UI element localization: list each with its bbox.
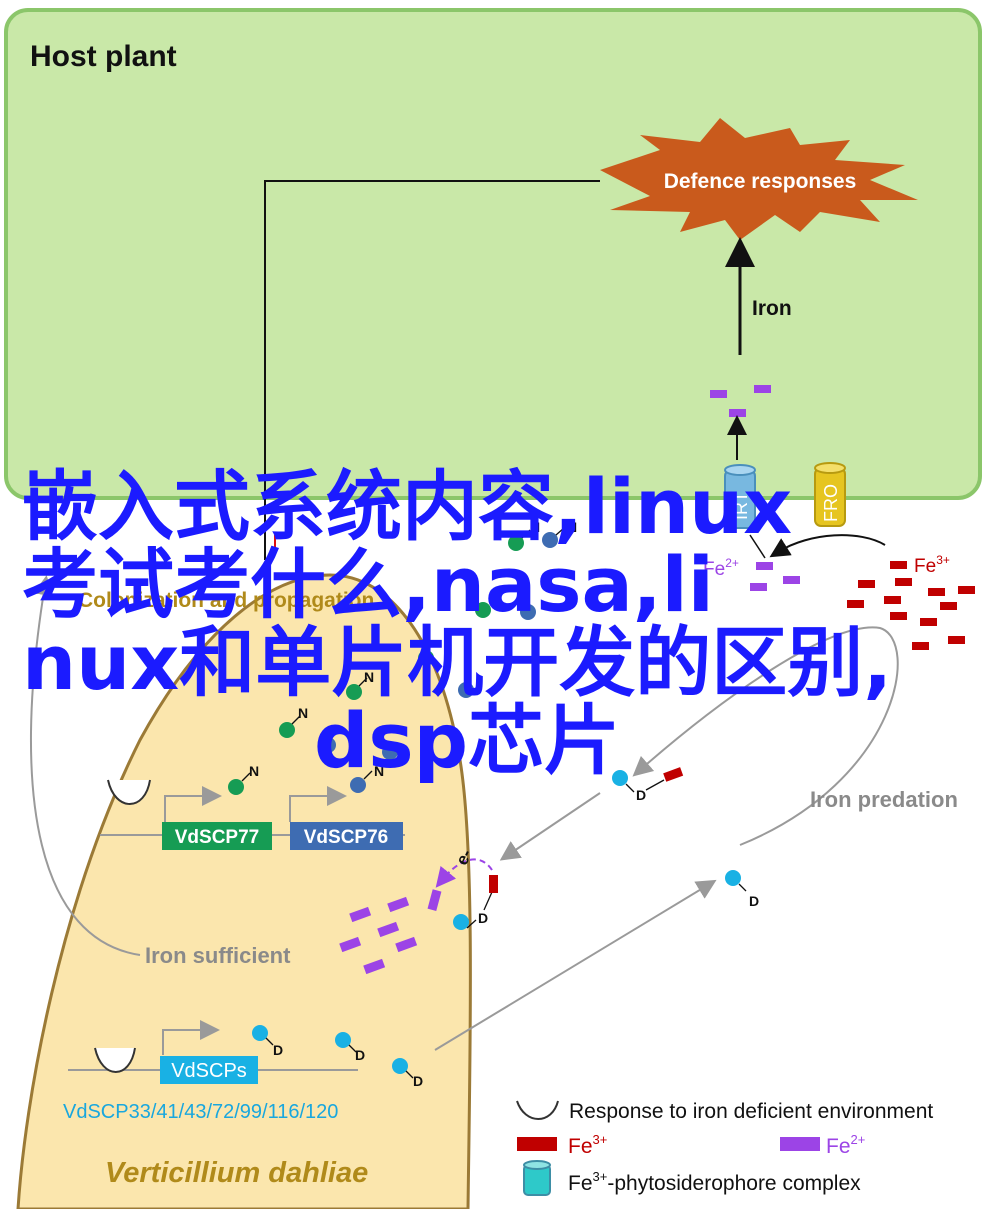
iron-sufficient-label: Iron sufficient: [145, 943, 291, 968]
defence-label: Defence responses: [664, 170, 857, 193]
svg-text:D: D: [478, 910, 488, 926]
iron-sufficient-loop: [29, 575, 141, 956]
legend: Response to iron deficient environment F…: [516, 1100, 933, 1196]
fro-reduction-arrow: [769, 534, 886, 558]
fungus-label: Verticillium dahliae: [105, 1157, 368, 1189]
fe2-to-irt: [749, 534, 766, 559]
effectors-n: N N N N N N: [228, 519, 577, 795]
gene-vdscp76: VdSCP76: [304, 827, 388, 848]
svg-text:N: N: [530, 519, 540, 535]
fe2-cluster-plant: [710, 385, 771, 417]
svg-text:FRO: FRO: [821, 484, 841, 522]
overlay-line-4: dsp芯片: [314, 696, 621, 785]
signal-line: [264, 180, 600, 560]
legend-fe3-swatch: [517, 1137, 557, 1151]
gene-track-top: VdSCP77 VdSCP76: [100, 779, 405, 850]
svg-text:D: D: [273, 1042, 283, 1058]
gene-list: VdSCP33/41/43/72/99/116/120: [63, 1101, 338, 1123]
fro-transporter: FRO: [814, 462, 846, 527]
legend-complex-icon: [523, 1160, 551, 1196]
electron-label: e-: [452, 846, 476, 868]
irt-transporter: IRT: [724, 464, 756, 529]
iron-predation-label: Iron predation: [810, 787, 958, 812]
colonization-label: Colonization and propagation: [78, 589, 374, 612]
svg-text:IRT: IRT: [731, 491, 751, 520]
svg-text:N: N: [364, 669, 374, 685]
effector-d-fe3: D: [612, 767, 684, 803]
gene-track-bottom: VdSCPs VdSCP33/41/43/72/99/116/120: [63, 1020, 358, 1123]
iron-label: Iron: [752, 297, 792, 320]
fe2-cluster-fungus: [339, 889, 442, 975]
fe2-label: Fe2+: [703, 556, 739, 580]
legend-complex-label: Fe3+-phytosiderophore complex: [568, 1169, 861, 1195]
overlay-line-3: nux和单片机开发的区别,: [22, 618, 893, 707]
svg-text:D: D: [749, 893, 759, 909]
svg-text:D: D: [355, 1047, 365, 1063]
overlay-line-2: 考试考什么,nasa,li: [22, 540, 714, 629]
defence-burst: [600, 118, 918, 240]
effectors-d-fungus: D D D: [252, 1025, 423, 1089]
legend-fe2-swatch: [780, 1137, 820, 1151]
legend-fe3-label: Fe3+: [568, 1132, 607, 1158]
effector-d-reduction: D e-: [435, 846, 498, 930]
svg-text:N: N: [298, 705, 308, 721]
fe2-cluster-soil: [750, 562, 800, 591]
legend-response-label: Response to iron deficient environment: [569, 1100, 933, 1123]
iron-predation-loop: [632, 626, 899, 846]
host-plant-label: Host plant: [30, 40, 177, 73]
gene-vdscp77: VdSCP77: [175, 827, 259, 848]
svg-text:D: D: [413, 1073, 423, 1089]
svg-text:D: D: [636, 787, 646, 803]
gene-vdscps: VdSCPs: [171, 1060, 247, 1082]
fe3-cluster-soil: [847, 561, 975, 650]
host-plant-panel: [4, 8, 982, 500]
overlay-title: 嵌入式系统内容,linux 考试考什么,nasa,li nux和单片机开发的区别…: [22, 468, 922, 780]
secretion-arrow: [434, 879, 717, 1051]
svg-text:N: N: [374, 763, 384, 779]
overlay-line-1: 嵌入式系统内容,linux: [22, 462, 793, 551]
fe3-label: Fe3+: [914, 553, 950, 577]
legend-response-icon: [516, 1100, 559, 1120]
effector-d-free: D: [725, 870, 759, 909]
svg-text:N: N: [249, 763, 259, 779]
svg-text:N: N: [567, 519, 577, 535]
predation-to-fungus: [499, 792, 601, 861]
legend-fe2-label: Fe2+: [826, 1132, 865, 1158]
